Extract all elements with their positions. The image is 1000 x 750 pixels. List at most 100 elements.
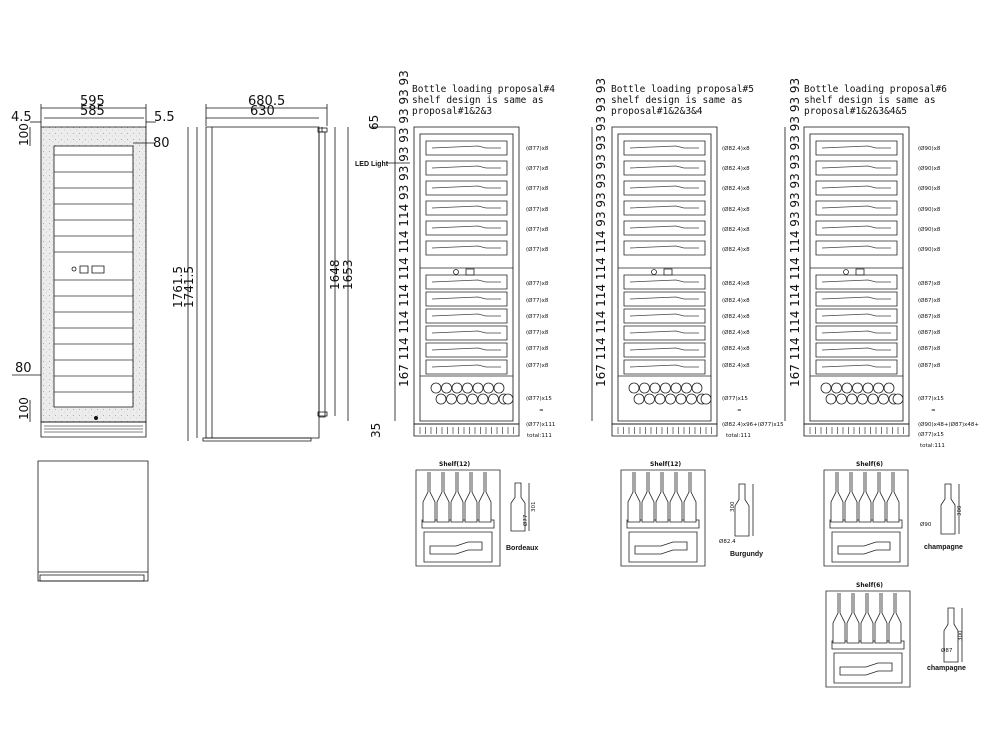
p4-shelf-caption: Shelf(12) bbox=[439, 461, 470, 468]
shelf-frame bbox=[824, 470, 908, 566]
p5-row-label: (Ø82.4)x8 bbox=[722, 145, 750, 152]
p6-row-label: (Ø87)x8 bbox=[918, 313, 941, 320]
dim-1761-5: 1761.5 bbox=[171, 266, 185, 308]
bottle-upright bbox=[831, 472, 843, 522]
shelf-drawer bbox=[816, 181, 897, 195]
proposal6-title-2: shelf design is same as bbox=[804, 95, 936, 106]
p6-total-expr-2: (Ø77)x15 bbox=[918, 431, 944, 438]
p4-bottle-name: Bordeaux bbox=[506, 545, 538, 552]
dim-80-right: 80 bbox=[153, 136, 170, 151]
shelf-drawer bbox=[816, 360, 897, 374]
bottle-profile bbox=[941, 484, 955, 534]
bottle-profile bbox=[944, 608, 958, 662]
bottle-outline bbox=[630, 246, 699, 248]
p6-shelf-caption-b: Shelf(6) bbox=[856, 582, 883, 589]
proposal-4: Bottle loading proposal#4 shelf design i… bbox=[355, 70, 555, 566]
bottle-end-circle bbox=[893, 394, 903, 404]
p6-bottle-h-a: 300 bbox=[957, 505, 963, 516]
proposal5-shelves bbox=[618, 141, 712, 434]
bottle-outline bbox=[432, 186, 501, 188]
bottle-end-circle bbox=[837, 394, 847, 404]
bottle-outline bbox=[822, 314, 891, 316]
p5-row-label: (Ø82.4)x8 bbox=[722, 329, 750, 336]
bottle-profile bbox=[511, 483, 525, 531]
bottle-end-circle bbox=[879, 394, 889, 404]
bottle-outline bbox=[432, 280, 501, 282]
shelf-drawer bbox=[624, 161, 705, 175]
p4-total-expr: (Ø77)x111 bbox=[526, 421, 555, 428]
shelf-drawer bbox=[816, 141, 897, 155]
bottle-upright bbox=[847, 593, 859, 643]
shelf-drawer bbox=[624, 292, 705, 306]
dim-35: 35 bbox=[369, 423, 383, 438]
proposal4-title-2: shelf design is same as bbox=[412, 95, 544, 106]
bottle-outline bbox=[432, 297, 501, 299]
proposal4-title-1: Bottle loading proposal#4 bbox=[412, 84, 555, 95]
shelf-drawer bbox=[426, 221, 507, 235]
bottle-upright bbox=[887, 472, 899, 522]
shelf-frame bbox=[621, 470, 705, 566]
p6-row-label: (Ø87)x8 bbox=[918, 280, 941, 287]
bottle-end-circle bbox=[447, 394, 457, 404]
front-shelves bbox=[54, 155, 133, 392]
p6-bottle-h-b: 300 bbox=[958, 630, 964, 641]
shelf-drawer bbox=[624, 181, 705, 195]
p4-row-label: (Ø77)x8 bbox=[526, 313, 549, 320]
shelf-drawer bbox=[816, 221, 897, 235]
bottle-end-circle bbox=[874, 383, 884, 393]
led-light-label: LED Light bbox=[355, 161, 389, 168]
bottle-end-circle bbox=[826, 394, 836, 404]
shelf-drawer bbox=[426, 241, 507, 255]
dim-630: 630 bbox=[250, 104, 275, 119]
dim-4-5: 4.5 bbox=[11, 110, 32, 125]
bottle-upright bbox=[628, 472, 640, 522]
bottle-end-circle bbox=[431, 383, 441, 393]
bottle-outline bbox=[432, 206, 501, 208]
p5-row-label: (Ø82.4)x8 bbox=[722, 345, 750, 352]
bottle-outline bbox=[822, 206, 891, 208]
bottle-end-circle bbox=[468, 394, 478, 404]
p4-row-label: (Ø77)x8 bbox=[526, 145, 549, 152]
p4-row-label: (Ø77)x8 bbox=[526, 280, 549, 287]
front-view: 595 585 4.5 100 5.5 80 80 100 bbox=[11, 94, 175, 437]
bottle-end-circle bbox=[858, 394, 868, 404]
dim-5-5: 5.5 bbox=[154, 110, 175, 125]
side-view: 680.5 630 1761.5 1741.5 1648 1653 bbox=[171, 94, 355, 441]
bottle-end-circle bbox=[478, 394, 488, 404]
proposal4-labels: (Ø77)x8 (Ø77)x8 (Ø77)x8 (Ø77)x8 (Ø77)x8 … bbox=[526, 145, 555, 439]
p6-row-label: (Ø90)x8 bbox=[918, 185, 941, 192]
bottle-upright bbox=[423, 472, 435, 522]
bottle-outline bbox=[432, 166, 501, 168]
p5-bottle-name: Burgundy bbox=[730, 551, 763, 558]
bottle-outline bbox=[432, 314, 501, 316]
p4-row-label: (Ø77)x8 bbox=[526, 246, 549, 253]
bottle-upright bbox=[451, 472, 463, 522]
bottle-outline bbox=[630, 297, 699, 299]
p5-bottom-label: (Ø77)x15 bbox=[722, 395, 748, 402]
bottle-outline bbox=[432, 365, 501, 367]
lower-tray bbox=[832, 532, 900, 562]
bottle-end-circle bbox=[701, 394, 711, 404]
bottle-outline bbox=[630, 365, 699, 367]
shelf-drawer bbox=[426, 360, 507, 374]
p5-row-label: (Ø82.4)x8 bbox=[722, 362, 750, 369]
p6-total: total:111 bbox=[920, 443, 945, 449]
bottle-outline bbox=[822, 280, 891, 282]
bottle-outline bbox=[630, 314, 699, 316]
proposal6-labels: (Ø90)x8 (Ø90)x8 (Ø90)x8 (Ø90)x8 (Ø90)x8 … bbox=[918, 145, 979, 449]
bottle-end-circle bbox=[671, 383, 681, 393]
shelf-drawer bbox=[816, 201, 897, 215]
bottle-end-circle bbox=[863, 383, 873, 393]
p4-row-label: (Ø77)x8 bbox=[526, 329, 549, 336]
p6-bottle-d-a: Ø90 bbox=[920, 521, 932, 528]
dim-65: 65 bbox=[367, 115, 381, 130]
shelf-drawer bbox=[624, 241, 705, 255]
bottle-outline bbox=[822, 331, 891, 333]
p6-bottle-name-b: champagne bbox=[927, 665, 966, 672]
bottle-outline bbox=[630, 331, 699, 333]
shelf-drawer bbox=[816, 309, 897, 323]
bottle-outline bbox=[432, 348, 501, 350]
dim-585: 585 bbox=[80, 104, 105, 119]
shelf-drawer bbox=[426, 343, 507, 357]
bottle-upright bbox=[437, 472, 449, 522]
